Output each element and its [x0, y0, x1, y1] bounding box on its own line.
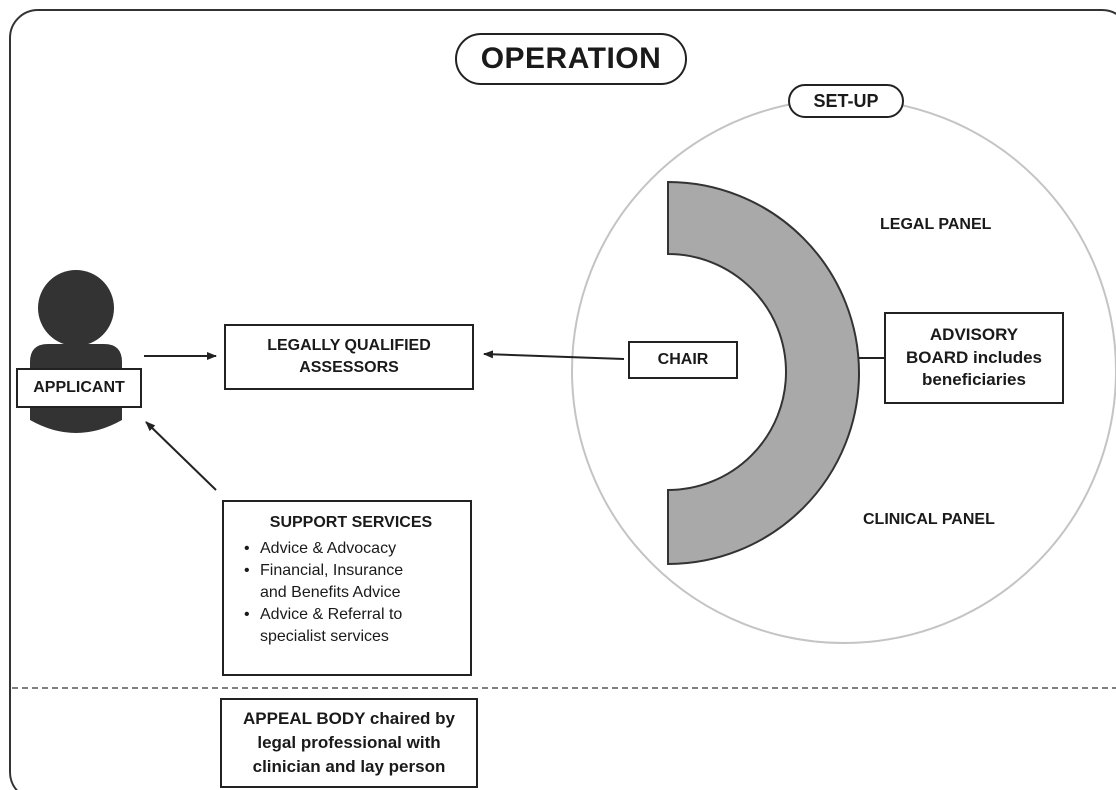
setup-pill: SET-UP — [788, 84, 904, 118]
title-text: OPERATION — [480, 42, 662, 75]
support-item-line: Advice & Referral to — [260, 605, 403, 623]
support-item: Advice & Referral to specialist services — [244, 604, 403, 648]
assessors-box: LEGALLY QUALIFIED ASSESSORS — [224, 324, 474, 390]
support-services-list: Advice & Advocacy Financial, Insurance a… — [244, 538, 403, 648]
advisory-board-box: ADVISORY BOARD includes beneficiaries — [884, 312, 1064, 404]
person-icon — [30, 270, 122, 433]
support-item-line: Advice & Advocacy — [260, 539, 397, 557]
support-item: Advice & Advocacy — [244, 538, 403, 560]
support-item-line: Financial, Insurance — [260, 561, 404, 579]
appeal-body-box: APPEAL BODY chaired by legal professiona… — [220, 698, 478, 788]
outer-frame — [9, 9, 1116, 790]
title-pill: OPERATION — [455, 33, 687, 85]
applicant-label: APPLICANT — [33, 379, 125, 397]
advisory-line: BOARD includes — [905, 347, 1043, 367]
advisory-line: beneficiaries — [922, 370, 1026, 390]
assessors-line: ASSESSORS — [299, 359, 399, 376]
appeal-line: clinician and lay person — [252, 756, 446, 776]
panel-arc — [667, 180, 860, 566]
chair-box: CHAIR — [628, 341, 738, 379]
support-services-box: SUPPORT SERVICES Advice & Advocacy Finan… — [222, 500, 472, 676]
appeal-line: legal professional with — [257, 733, 441, 753]
chair-label: CHAIR — [657, 351, 709, 369]
clinical-panel-label: CLINICAL PANEL — [863, 511, 995, 528]
arrow-support-to-applicant — [145, 421, 217, 491]
support-item-line: and Benefits Advice — [260, 583, 401, 601]
advisory-line: ADVISORY — [929, 324, 1019, 344]
applicant-box: APPLICANT — [16, 368, 142, 408]
arrow-chair-to-assessors — [483, 350, 625, 360]
setup-label: SET-UP — [813, 90, 879, 111]
support-item-line: specialist services — [260, 627, 389, 645]
assessors-line: LEGALLY QUALIFIED — [267, 337, 431, 355]
legal-panel-label: LEGAL PANEL — [880, 216, 992, 233]
support-item: Financial, Insurance and Benefits Advice — [244, 560, 403, 604]
support-services-title: SUPPORT SERVICES — [269, 514, 433, 531]
appeal-line: APPEAL BODY chaired by — [243, 709, 455, 729]
